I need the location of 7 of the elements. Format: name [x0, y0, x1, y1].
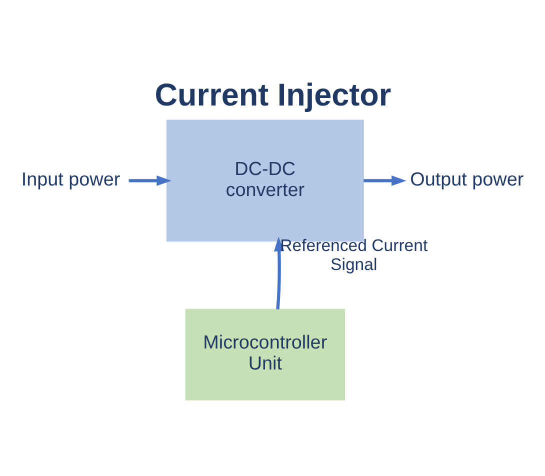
node-text: Input power	[21, 168, 120, 190]
node-box: Microcontroller Unit	[185, 308, 345, 400]
arrow	[364, 175, 406, 186]
arrow	[128, 175, 172, 186]
node-text: Output power	[410, 168, 524, 190]
diagram-title: Current Injector	[154, 76, 392, 112]
arrow	[274, 236, 284, 309]
